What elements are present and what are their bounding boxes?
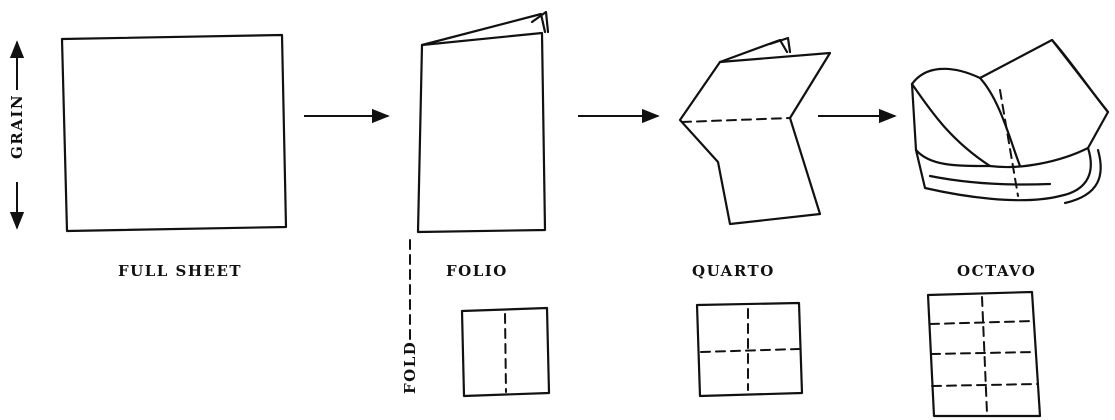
grain-label: GRAIN	[8, 93, 26, 159]
octavo-fold-diagram	[926, 290, 1042, 418]
full-sheet-label: FULL SHEET	[118, 262, 243, 280]
octavo-label: OCTAVO	[957, 262, 1037, 280]
full-sheet-drawing	[60, 33, 288, 233]
quarto-label: QUARTO	[692, 262, 775, 280]
fold-label: FOLD	[401, 340, 419, 394]
quarto-fold-diagram	[695, 301, 804, 398]
octavo-drawing	[910, 38, 1110, 205]
folio-drawing	[416, 10, 550, 234]
folio-fold-diagram	[460, 306, 551, 398]
quarto-drawing	[678, 36, 832, 226]
folio-label: FOLIO	[446, 262, 508, 280]
